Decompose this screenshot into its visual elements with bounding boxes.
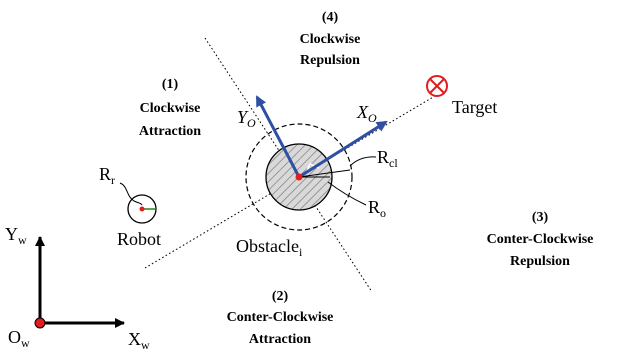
region-1-line2: Attraction [139, 124, 201, 139]
region-1-number: (1) [162, 77, 179, 92]
target-icon [426, 75, 448, 97]
yo-axis-arrow [255, 95, 301, 178]
yo-label: YO [237, 107, 256, 130]
target-label: Target [452, 97, 497, 117]
ow-label: Ow [8, 327, 30, 350]
rcl-radius-line [298, 169, 351, 178]
rr-leader [119, 182, 143, 206]
yw-label: Yw [5, 224, 27, 247]
region-3-number: (3) [532, 210, 549, 225]
region-1-line1: Clockwise [140, 101, 201, 116]
ro-label: Ro [368, 197, 386, 220]
rcl-label: Rcl [377, 147, 398, 170]
rcl-leader [349, 156, 377, 167]
region-4-line1: Clockwise [300, 32, 361, 47]
region-4-number: (4) [322, 10, 339, 25]
region-2-line1: Conter-Clockwise [227, 310, 334, 325]
obstacle-label: Obstaclei [236, 236, 303, 259]
robot-label: Robot [117, 229, 161, 249]
region-2-line2: Attraction [249, 332, 311, 347]
divider-line-2 [204, 37, 373, 293]
ro-leader [327, 181, 367, 206]
xo-axis-arrow [298, 120, 388, 179]
region-2-number: (2) [272, 289, 289, 304]
xo-label: XO [356, 102, 377, 125]
xw-label: Xw [128, 329, 150, 352]
region-3-line1: Conter-Clockwise [487, 232, 594, 247]
obstacle-center [295, 173, 303, 181]
clearance-circle [245, 123, 353, 231]
robot-center [139, 206, 145, 212]
world-origin [34, 317, 46, 329]
region-4-line2: Repulsion [300, 53, 360, 68]
region-3-line2: Repulsion [510, 254, 570, 269]
rr-label: Rr [99, 164, 115, 187]
